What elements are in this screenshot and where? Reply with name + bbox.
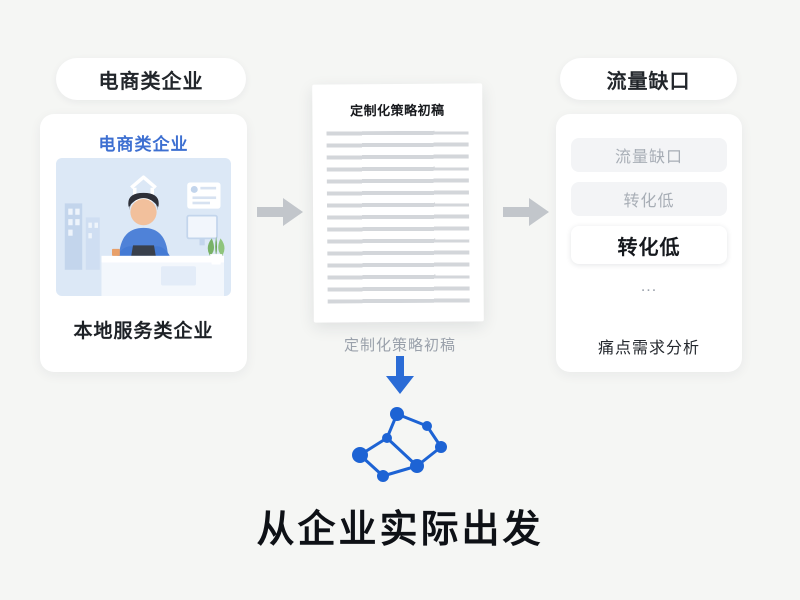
ecommerce-pill: 电商类企业 bbox=[56, 58, 246, 100]
need-item-label: 转化低 bbox=[617, 236, 681, 259]
plant-icon bbox=[207, 236, 225, 265]
need-item-label: 转化低 bbox=[623, 193, 675, 210]
enterprise-card-title: 电商类企业 bbox=[98, 134, 189, 154]
strategy-document-title: 定制化策略初稿 bbox=[350, 102, 445, 119]
pain-points-card: 流量缺口 转化低 转化低 ... 痛点需求分析 bbox=[556, 114, 742, 372]
arrow-down-icon bbox=[386, 356, 414, 394]
traffic-gap-pill-label: 流量缺口 bbox=[606, 70, 691, 93]
need-item-label: 流量缺口 bbox=[614, 149, 683, 166]
need-item-traffic-gap: 流量缺口 bbox=[571, 138, 727, 172]
enterprise-card-caption: 本地服务类企业 bbox=[73, 320, 214, 342]
network-graph-icon bbox=[349, 400, 451, 492]
traffic-gap-pill: 流量缺口 bbox=[560, 58, 737, 100]
arrow-right-icon bbox=[257, 198, 303, 226]
ecommerce-pill-label: 电商类企业 bbox=[98, 70, 204, 93]
need-item-label: ... bbox=[640, 278, 658, 295]
enterprise-card: 电商类企业 bbox=[40, 114, 247, 372]
pain-points-card-caption: 痛点需求分析 bbox=[597, 340, 700, 357]
need-item-low-conversion: 转化低 bbox=[571, 182, 727, 216]
strategy-document-caption: 定制化策略初稿 bbox=[343, 337, 456, 354]
strategy-document: 定制化策略初稿 bbox=[312, 83, 484, 323]
person-at-desk-illustration bbox=[56, 158, 231, 296]
arrow-right-icon bbox=[503, 198, 549, 226]
headline: 从企业实际出发 bbox=[256, 509, 544, 551]
need-item-ellipsis: ... bbox=[571, 274, 727, 300]
need-item-low-conversion-active: 转化低 bbox=[571, 226, 727, 264]
